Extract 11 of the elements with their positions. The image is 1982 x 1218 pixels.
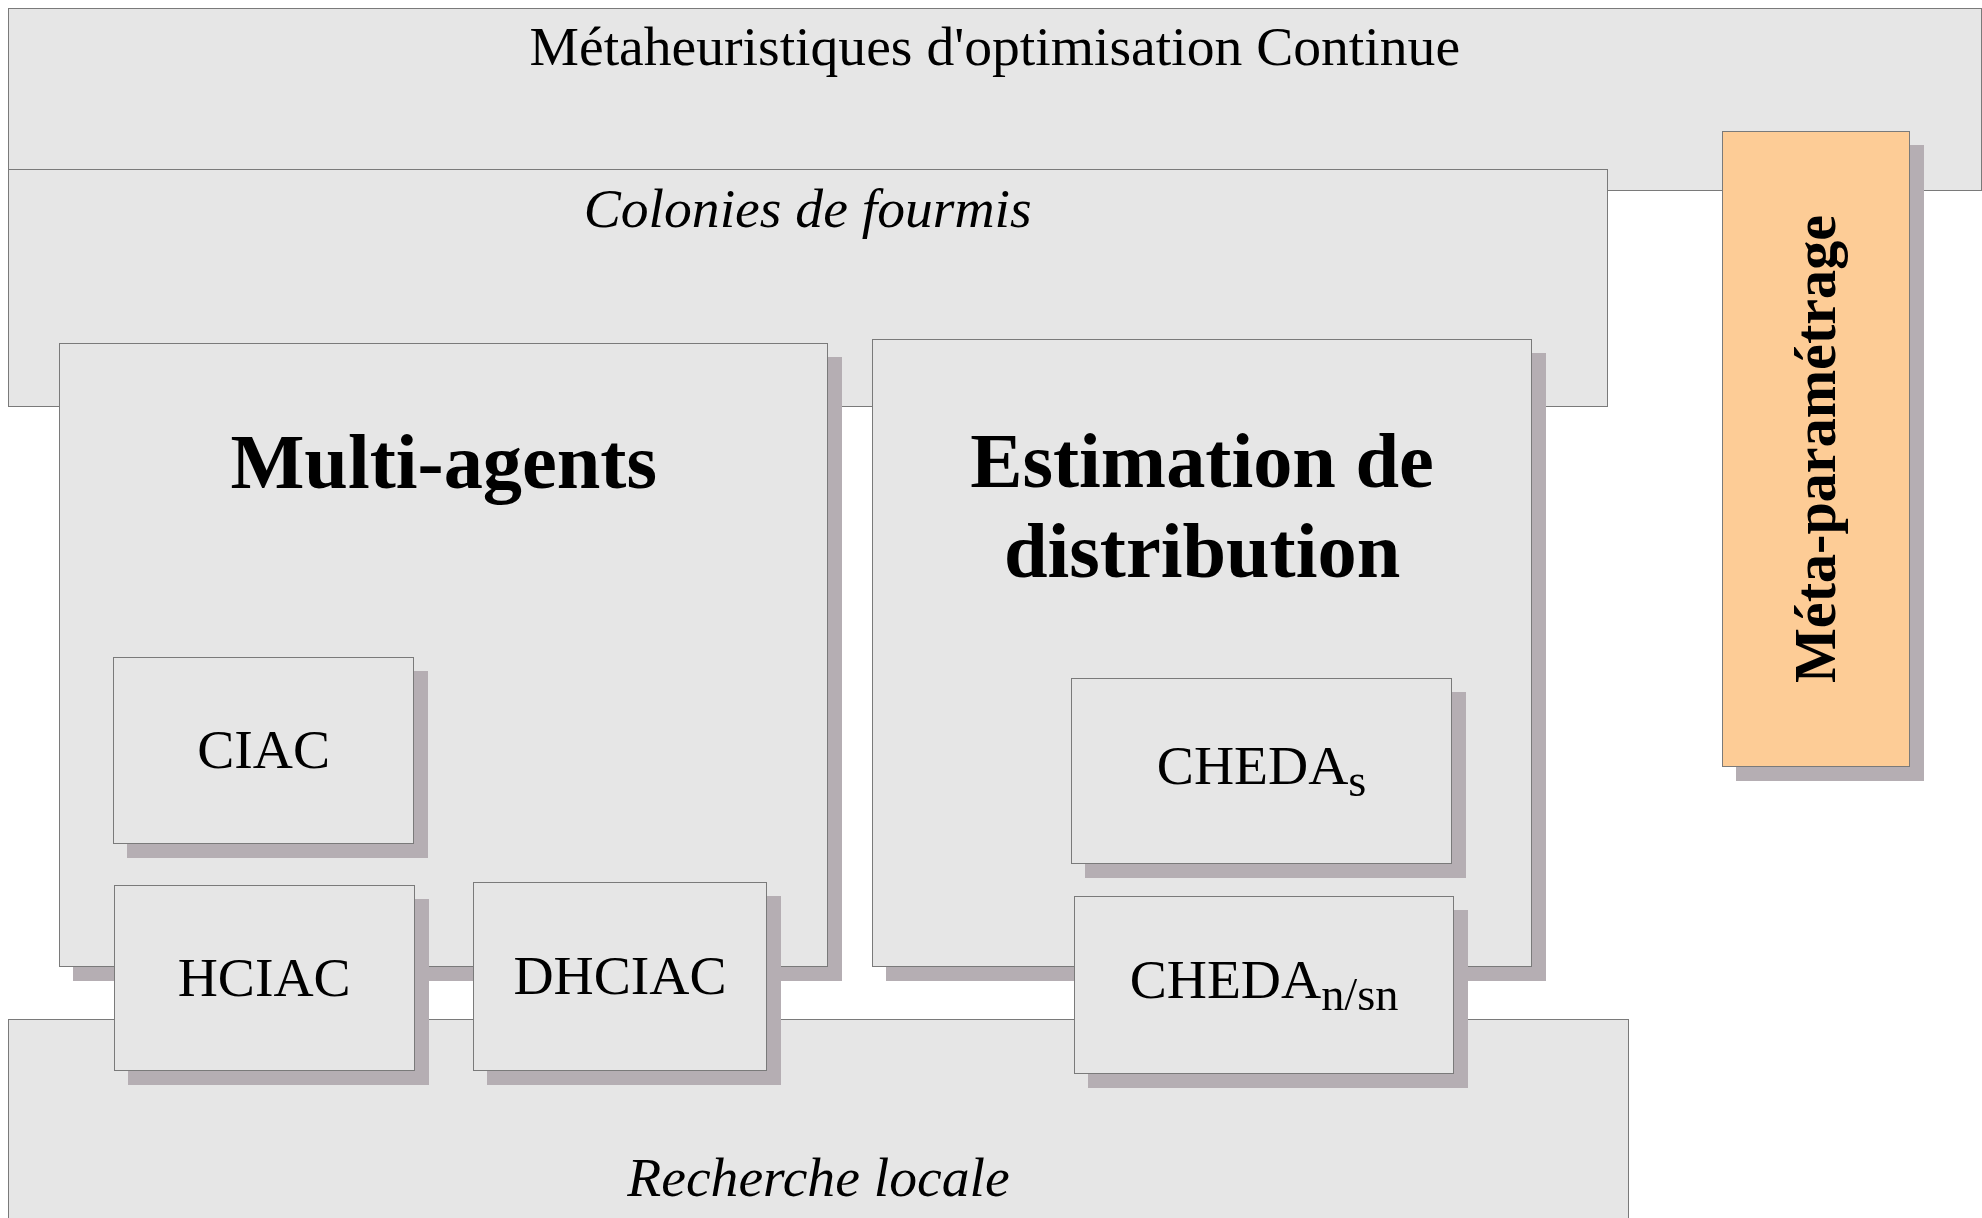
band-label: Recherche locale xyxy=(626,1146,1011,1211)
box-heading: Méta-paramétrage xyxy=(1782,215,1849,684)
box-label: CIAC xyxy=(196,718,332,783)
box-label: CHEDA$_{n/sn}$ xyxy=(1128,948,1400,1022)
band-label: Métaheuristiques d'optimisation Continue xyxy=(528,14,1462,79)
box-heading: Estimation de distribution xyxy=(969,415,1435,596)
band-label: Colonies de fourmis xyxy=(582,176,1033,241)
box-label: DHCIAC xyxy=(512,944,728,1009)
box-heading: Multi-agents xyxy=(229,416,658,507)
box-label: HCIAC xyxy=(176,945,352,1010)
box-label: CHEDA$_{s}$ xyxy=(1155,734,1368,808)
